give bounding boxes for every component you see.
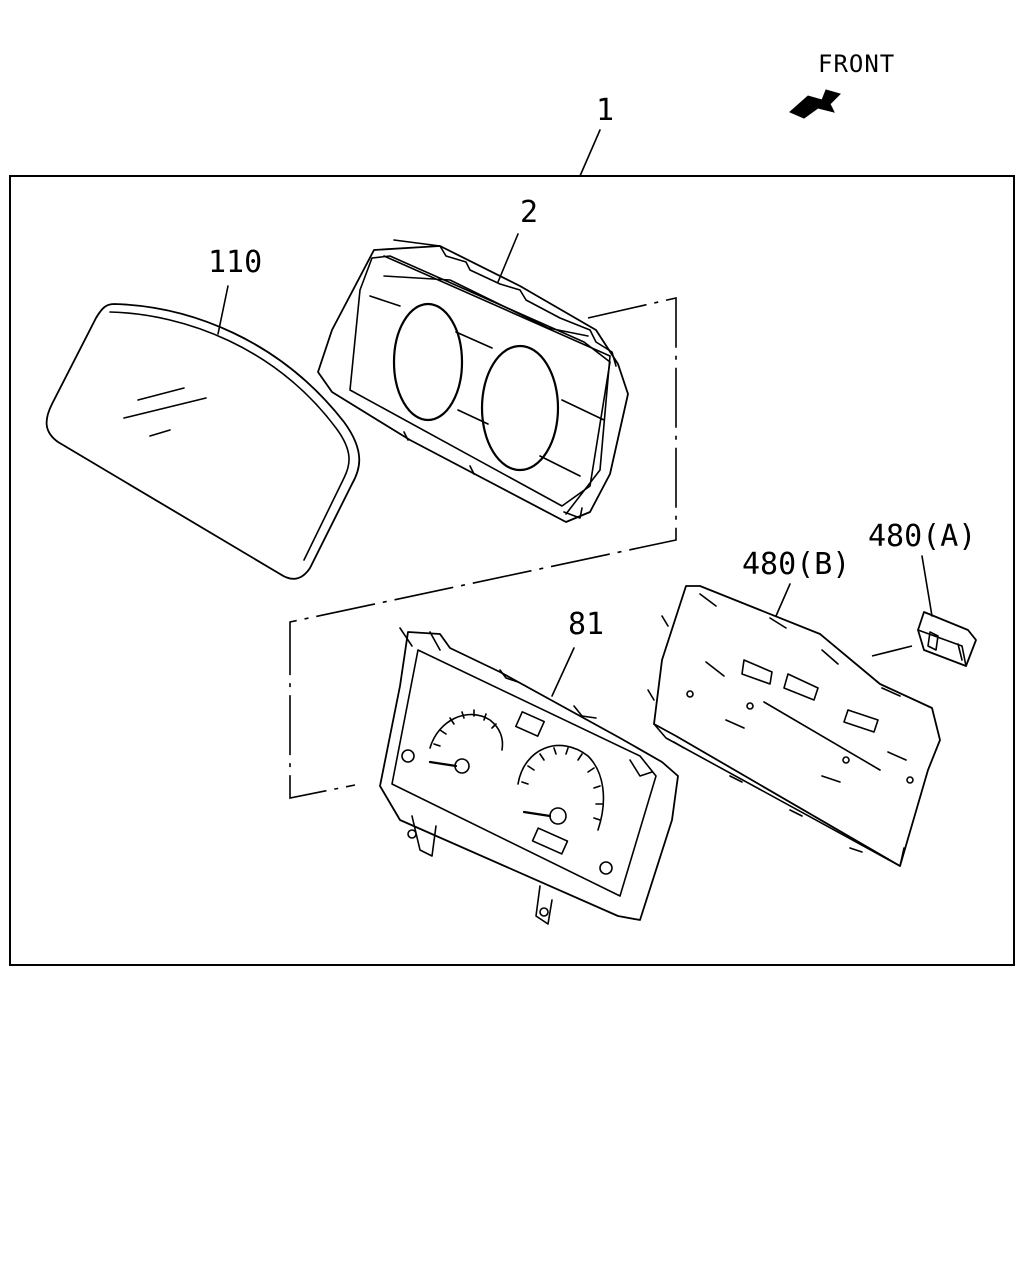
- front-indicator: FRONT: [789, 50, 895, 119]
- callout-assembly-label: 1: [596, 93, 614, 128]
- callout-meter-label: 81: [568, 607, 604, 642]
- callout-bezel-leader: [497, 233, 519, 283]
- tachometer-ticks: [433, 709, 497, 747]
- board-a-detail: [917, 629, 967, 667]
- callout-board-b: 480(B): [742, 547, 850, 617]
- lens-glare-2: [123, 397, 207, 419]
- alignment-lines: [289, 296, 913, 799]
- callout-board-b-leader: [775, 583, 791, 617]
- bezel-inner: [349, 255, 611, 507]
- bezel-rim: [383, 255, 611, 515]
- meter-mount-hole-left: [407, 829, 417, 839]
- meter-part: [379, 627, 679, 925]
- callout-meter: 81: [551, 607, 604, 697]
- board-b-top-tabs: [699, 593, 901, 697]
- meter-indicator-window: [514, 711, 546, 737]
- bezel-top-tabs: [393, 239, 617, 367]
- bezel-right-opening: [480, 344, 560, 472]
- callout-board-b-label: 480(B): [742, 547, 850, 582]
- meter-top-tabs: [399, 627, 653, 777]
- meter-face: [391, 649, 657, 897]
- front-arrow-icon: [789, 89, 841, 119]
- callout-assembly-leader: [579, 129, 601, 177]
- lens-part: [45, 303, 361, 580]
- meter-odometer-window: [531, 827, 569, 855]
- callout-bezel-label: 2: [520, 195, 538, 230]
- bezel-left-opening: [392, 302, 464, 422]
- meter-lamp-right: [599, 861, 613, 875]
- bezel-outer: [317, 245, 629, 523]
- callout-meter-leader: [551, 647, 575, 697]
- callout-assembly: 1: [579, 93, 614, 177]
- lens-body: [45, 303, 361, 580]
- front-label: FRONT: [818, 50, 895, 78]
- callout-board-a: 480(A): [868, 519, 976, 617]
- alignment-line-main: [289, 296, 677, 799]
- board-b-hole-1: [686, 690, 694, 698]
- board-b-part: [647, 585, 941, 867]
- board-b-edge: [653, 723, 905, 867]
- speedometer-needle: [522, 810, 552, 818]
- speedometer-ticks: [521, 747, 603, 821]
- board-b-body: [653, 585, 941, 867]
- bezel-bottom-tabs: [403, 431, 583, 519]
- callout-lens-leader: [217, 285, 229, 335]
- bezel-part: [317, 239, 629, 523]
- board-b-hole-3: [842, 756, 850, 764]
- speedometer-scale: [517, 744, 605, 831]
- board-b-components: [705, 659, 907, 783]
- lens-glare-1: [137, 387, 185, 401]
- meter-mount-hole-right: [539, 907, 549, 917]
- meter-lamp-left: [401, 749, 415, 763]
- board-b-side-tabs: [647, 615, 863, 853]
- meter-body: [379, 631, 679, 921]
- board-a-part: [917, 611, 977, 667]
- callout-lens: 110: [208, 245, 262, 335]
- tachometer-needle: [428, 760, 458, 768]
- tachometer-scale: [429, 713, 504, 751]
- bezel-frame-bars: [369, 275, 605, 477]
- callout-bezel: 2: [497, 195, 538, 283]
- tachometer-gauge: [428, 709, 504, 774]
- speedometer-gauge: [517, 744, 605, 831]
- board-b-hole-2: [746, 702, 754, 710]
- callout-board-a-label: 480(A): [868, 519, 976, 554]
- lens-edge: [109, 311, 350, 561]
- assembly-frame: [9, 175, 1015, 966]
- callout-board-a-leader: [921, 555, 933, 617]
- alignment-line-board: [871, 645, 913, 657]
- callout-lens-label: 110: [208, 245, 262, 280]
- board-a-body: [917, 611, 977, 667]
- lens-glare-3: [149, 429, 171, 437]
- board-b-hole-4: [906, 776, 914, 784]
